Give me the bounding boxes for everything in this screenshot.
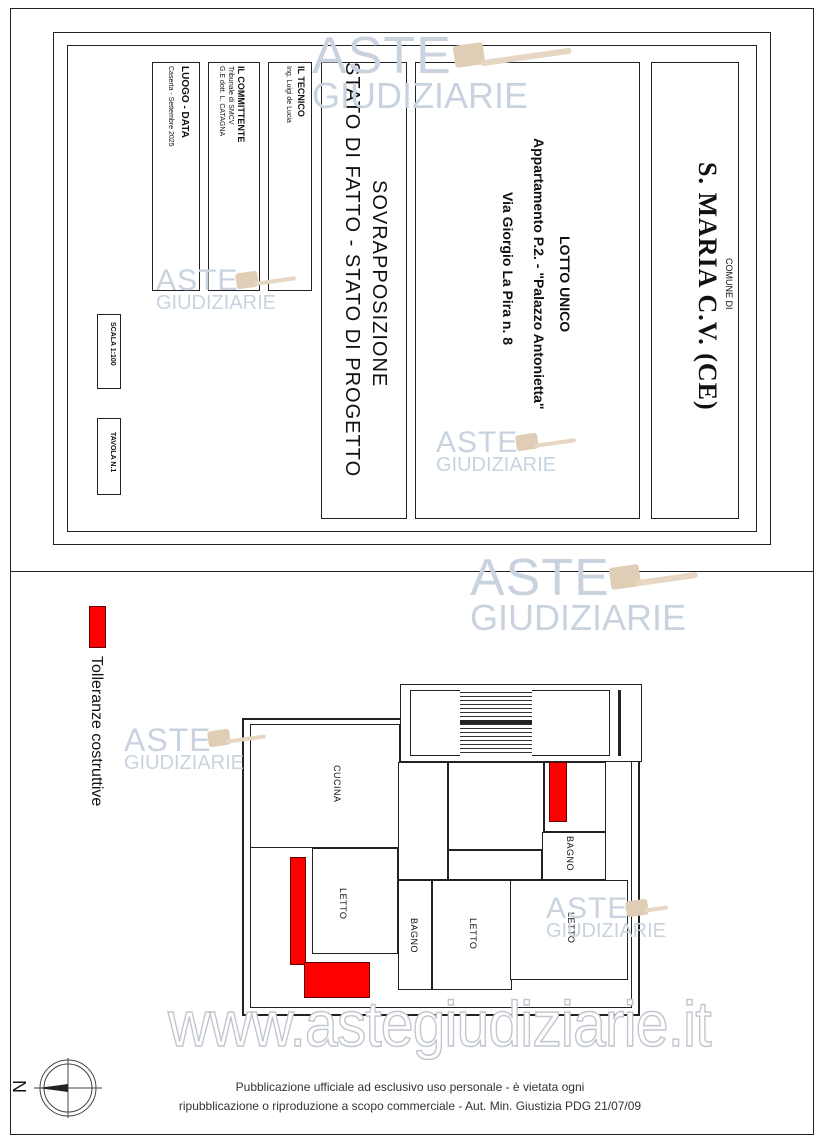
watermark-4-gavel-icon — [608, 564, 642, 590]
watermark-2: ASTE GIUDIZIARIE — [156, 264, 297, 314]
watermark-2-brand: ASTE — [156, 264, 239, 297]
comune-label: COMUNE DI — [724, 258, 734, 310]
committente-box — [208, 62, 260, 291]
lotto-title: LOTTO UNICO — [557, 236, 573, 333]
tolerance-zone-3 — [549, 762, 567, 822]
watermark-3-gavel-icon — [514, 432, 540, 452]
tavola-title-1: SOVRAPPOSIZIONE — [368, 180, 390, 388]
watermark-1-brand: ASTE — [312, 27, 452, 85]
watermark-2-gavel-icon — [234, 270, 260, 290]
room-letto-1 — [312, 848, 398, 954]
comune-name: S. MARIA C.V. (CE) — [693, 162, 722, 411]
tolerance-zone-1 — [290, 857, 306, 965]
appartamento-text: Appartamento P.2. - "Palazzo Antonietta" — [531, 138, 547, 410]
scala-text: SCALA 1:100 — [109, 322, 116, 366]
luogo-value: Caserta - Settembre 2025 — [167, 66, 174, 147]
tecnico-label: IL TECNICO — [296, 66, 306, 117]
watermark-4: ASTE GIUDIZIARIE — [470, 549, 699, 638]
watermark-1: ASTE GIUDIZIARIE — [312, 27, 572, 116]
watermark-6-brand: ASTE — [546, 892, 629, 925]
tavola-number: TAVOLA N.1 — [109, 432, 116, 473]
compass-north-label: N — [9, 1080, 29, 1093]
committente-line-2: G.E dott. L. CATAGNA — [218, 66, 225, 137]
luogo-box — [152, 62, 200, 291]
room-letto-1-label: LETTO — [338, 888, 348, 920]
room-bagno-1 — [398, 880, 432, 990]
committente-line-1: Tribunale di SMCV — [227, 66, 234, 125]
watermark-url: www.astegiudiziarie.it — [167, 988, 712, 1060]
room-letto-2-label: LETTO — [468, 918, 478, 950]
footer-line-1: Pubblicazione ufficiale ad esclusivo uso… — [235, 1080, 585, 1094]
room-bagno-1-label: BAGNO — [409, 918, 419, 954]
legend-swatch — [89, 606, 106, 648]
watermark-3-brand: ASTE — [436, 426, 519, 459]
watermark-1-sub: GIUDIZIARIE — [312, 75, 529, 116]
comune-box — [651, 62, 739, 519]
north-compass — [34, 1054, 102, 1122]
tolerance-zone-2 — [304, 962, 370, 998]
tavola-box — [97, 418, 121, 495]
watermark-5: ASTE GIUDIZIARIE — [124, 722, 267, 774]
room-center-strip — [448, 850, 542, 880]
luogo-label: LUOGO - DATA — [179, 66, 190, 138]
watermark-4-brand: ASTE — [470, 549, 610, 607]
committente-label: IL COMMITTENTE — [236, 66, 246, 143]
footer-line-2: ripubblicazione o riproduzione a scopo c… — [178, 1099, 642, 1113]
room-bagno-2 — [542, 832, 606, 880]
room-corridor — [398, 762, 448, 880]
watermark-3: ASTE GIUDIZIARIE — [436, 426, 577, 476]
sheet-frame-bottom — [10, 571, 814, 1135]
watermark-6: ASTE GIUDIZIARIE — [546, 892, 669, 942]
watermark-3-sub: GIUDIZIARIE — [436, 454, 557, 476]
watermark-4-sub: GIUDIZIARIE — [470, 597, 687, 638]
watermark-5-sub: GIUDIZIARIE — [124, 752, 245, 774]
room-bagno-2-label: BAGNO — [565, 836, 575, 872]
indirizzo-text: Via Giorgio La Pira n. 8 — [500, 192, 516, 346]
watermark-6-sub: GIUDIZIARIE — [546, 920, 667, 942]
watermark-2-sub: GIUDIZIARIE — [156, 292, 277, 314]
scala-box — [97, 314, 121, 389]
room-center — [448, 762, 544, 850]
tecnico-name: Ing. Luigi de Lucia — [285, 66, 292, 123]
legend-label: Tolleranze costruttive — [88, 656, 105, 807]
room-cucina-label: CUCINA — [332, 765, 342, 803]
stair-landing-line — [460, 720, 532, 724]
tavola-title-2: STATO DI FATTO - STATO DI PROGETTO — [341, 62, 363, 478]
room-cucina — [250, 724, 400, 848]
balcony-edge — [618, 690, 621, 756]
tecnico-box — [268, 62, 312, 291]
lotto-box — [415, 62, 640, 519]
title-block-outer — [53, 32, 771, 545]
tavola-title-box — [321, 62, 407, 519]
watermark-5-gavel-icon — [206, 728, 232, 748]
compass-rose-icon — [34, 1058, 102, 1118]
watermark-5-brand: ASTE — [124, 722, 212, 758]
room-letto-3 — [510, 880, 628, 980]
title-block-inner — [67, 45, 757, 532]
